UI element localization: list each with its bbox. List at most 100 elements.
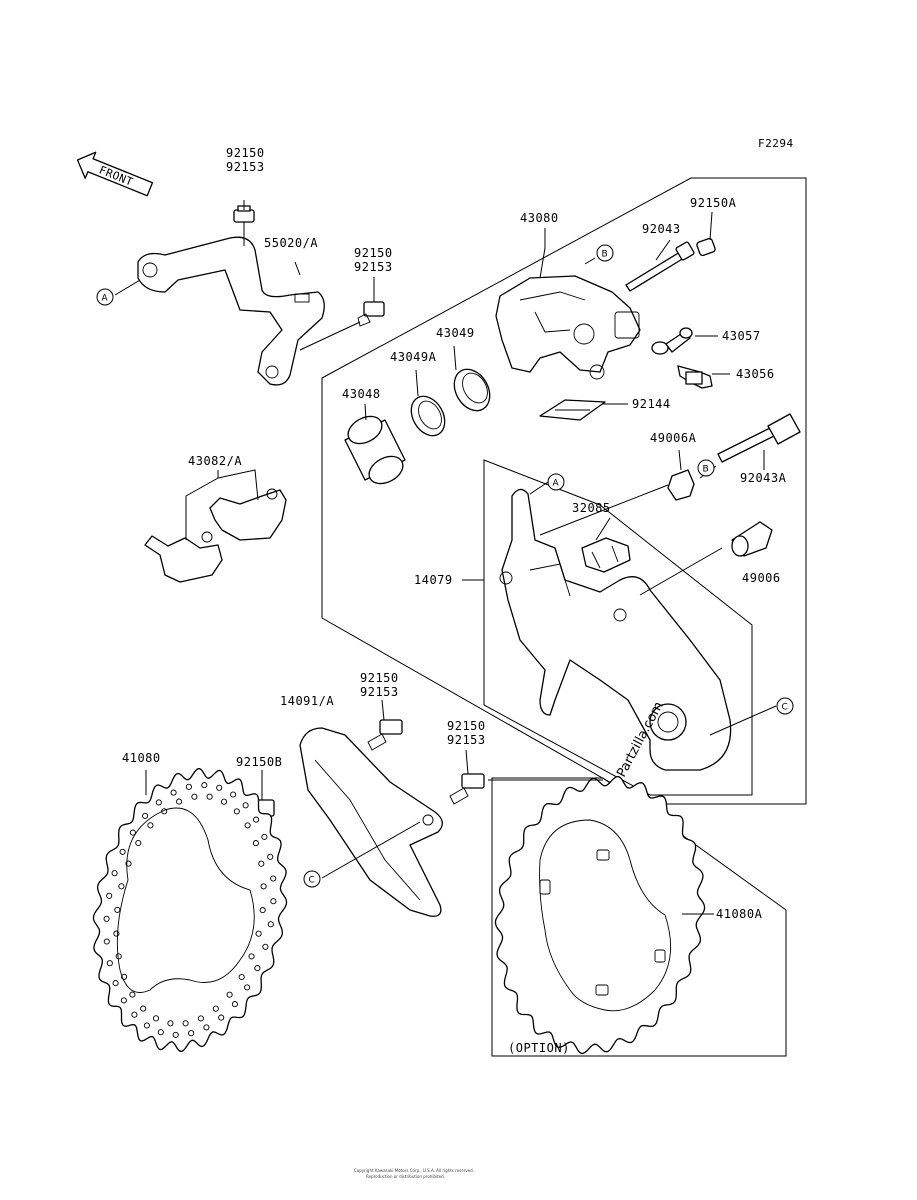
- bleeder-part-43057: [651, 327, 693, 355]
- label-14079: 14079: [414, 573, 453, 587]
- front-label: FRONT: [97, 163, 135, 188]
- label-92150-mid: 92150: [354, 246, 393, 260]
- label-43049: 43049: [436, 326, 475, 340]
- label-55020: 55020/A: [264, 236, 318, 250]
- label-43080: 43080: [520, 211, 559, 225]
- disc-hole: [157, 1029, 164, 1036]
- disc-hole: [167, 1020, 174, 1027]
- option-label: (OPTION): [508, 1041, 570, 1055]
- disc-hole: [176, 798, 183, 805]
- disc-hole: [191, 793, 198, 800]
- disc-hole: [226, 991, 233, 998]
- callout-a-lower: A: [547, 473, 565, 491]
- disc-hole: [267, 921, 274, 928]
- callout-c-right: C: [776, 697, 794, 715]
- brake-pads-part: [144, 488, 287, 583]
- disc-hole: [185, 783, 192, 790]
- disc-hole: [260, 883, 267, 890]
- disc-hole: [114, 906, 121, 913]
- dust-seal-43049A: [410, 395, 446, 437]
- caliper-holder-part: [137, 236, 325, 386]
- disc-hole: [170, 789, 177, 796]
- label-43049A: 43049A: [390, 350, 437, 364]
- disc-hole: [203, 1024, 210, 1031]
- bolt-92150-middle: [357, 301, 385, 327]
- disc-hole: [182, 1020, 189, 1027]
- disc-hole: [111, 870, 118, 877]
- disc-hole: [254, 965, 261, 972]
- label-92150A: 92150A: [690, 196, 737, 210]
- disc-hole: [238, 973, 245, 981]
- svg-text:A: A: [102, 294, 109, 304]
- disc-hole: [218, 1014, 225, 1021]
- label-92150-b2: 92150: [447, 719, 486, 733]
- disc-hole: [129, 829, 136, 836]
- label-92153-b1: 92153: [360, 685, 399, 699]
- disc-hole: [121, 973, 128, 980]
- label-92150-b1: 92150: [360, 671, 399, 685]
- disc-hole: [261, 833, 268, 840]
- label-32085: 32085: [572, 501, 611, 515]
- disc-hole: [115, 953, 122, 960]
- caliper-body-part: [495, 275, 641, 380]
- label-49006A: 49006A: [650, 431, 697, 445]
- disc-hole: [220, 798, 228, 805]
- svg-text:C: C: [782, 703, 788, 713]
- disc-hole: [125, 860, 132, 867]
- disc-hole: [120, 997, 127, 1004]
- disc-hole: [103, 915, 110, 922]
- disc-hole: [188, 1030, 195, 1037]
- pin-boot-49006A: [667, 469, 695, 501]
- disc-hole: [152, 1015, 160, 1022]
- svg-text:A: A: [553, 479, 560, 489]
- label-92153-top: 92153: [226, 160, 265, 174]
- label-92153-b2: 92153: [447, 733, 486, 747]
- arrow-icon: [76, 151, 154, 197]
- callout-b-lower: B: [697, 459, 715, 477]
- caliper-pin-92043: [625, 241, 695, 292]
- disc-hole: [147, 822, 154, 829]
- disc-hole: [140, 1005, 147, 1012]
- front-direction-arrow: FRONT: [76, 151, 154, 197]
- disc-hole: [103, 938, 110, 945]
- label-49006: 49006: [742, 571, 781, 585]
- disc-hole: [106, 892, 113, 899]
- disc-hole: [212, 1005, 219, 1012]
- disc-hole: [252, 840, 259, 847]
- caliper-bracket-part: [499, 488, 732, 771]
- disc-hole: [113, 930, 120, 937]
- disc-hole: [267, 853, 274, 860]
- disc-hole: [143, 1022, 150, 1029]
- piston-part-43048: [344, 415, 406, 485]
- disc-hole: [142, 812, 149, 819]
- bleeder-cap-part: [696, 237, 716, 257]
- label-41080A: 41080A: [716, 907, 763, 921]
- disc-hole: [233, 808, 240, 815]
- disc-hole: [253, 816, 260, 823]
- disc-hole: [131, 1011, 138, 1018]
- disc-hole: [197, 1015, 204, 1022]
- disc-hole: [112, 980, 119, 987]
- disc-hole: [172, 1031, 179, 1038]
- disc-hole: [106, 960, 113, 967]
- caliper-assembly-outline: [321, 177, 807, 805]
- svg-text:B: B: [703, 465, 709, 475]
- disc-hole: [259, 907, 266, 914]
- piston-seal-43049: [453, 368, 491, 412]
- brake-disc-41080A: [494, 775, 706, 1055]
- bleeder-valve-part: [677, 365, 713, 389]
- label-43057: 43057: [722, 329, 761, 343]
- label-92150-top: 92150: [226, 146, 265, 160]
- disc-hole: [119, 848, 126, 855]
- disc-hole: [258, 860, 265, 867]
- disc-hole: [206, 793, 213, 800]
- label-41080: 41080: [122, 751, 161, 765]
- svg-text:B: B: [602, 250, 608, 260]
- leader-lines: [114, 200, 777, 915]
- disc-hole: [135, 839, 142, 847]
- disc-hole: [118, 883, 125, 890]
- label-43082: 43082/A: [188, 454, 242, 468]
- disc-hole: [255, 930, 262, 937]
- label-92150B: 92150B: [236, 755, 282, 769]
